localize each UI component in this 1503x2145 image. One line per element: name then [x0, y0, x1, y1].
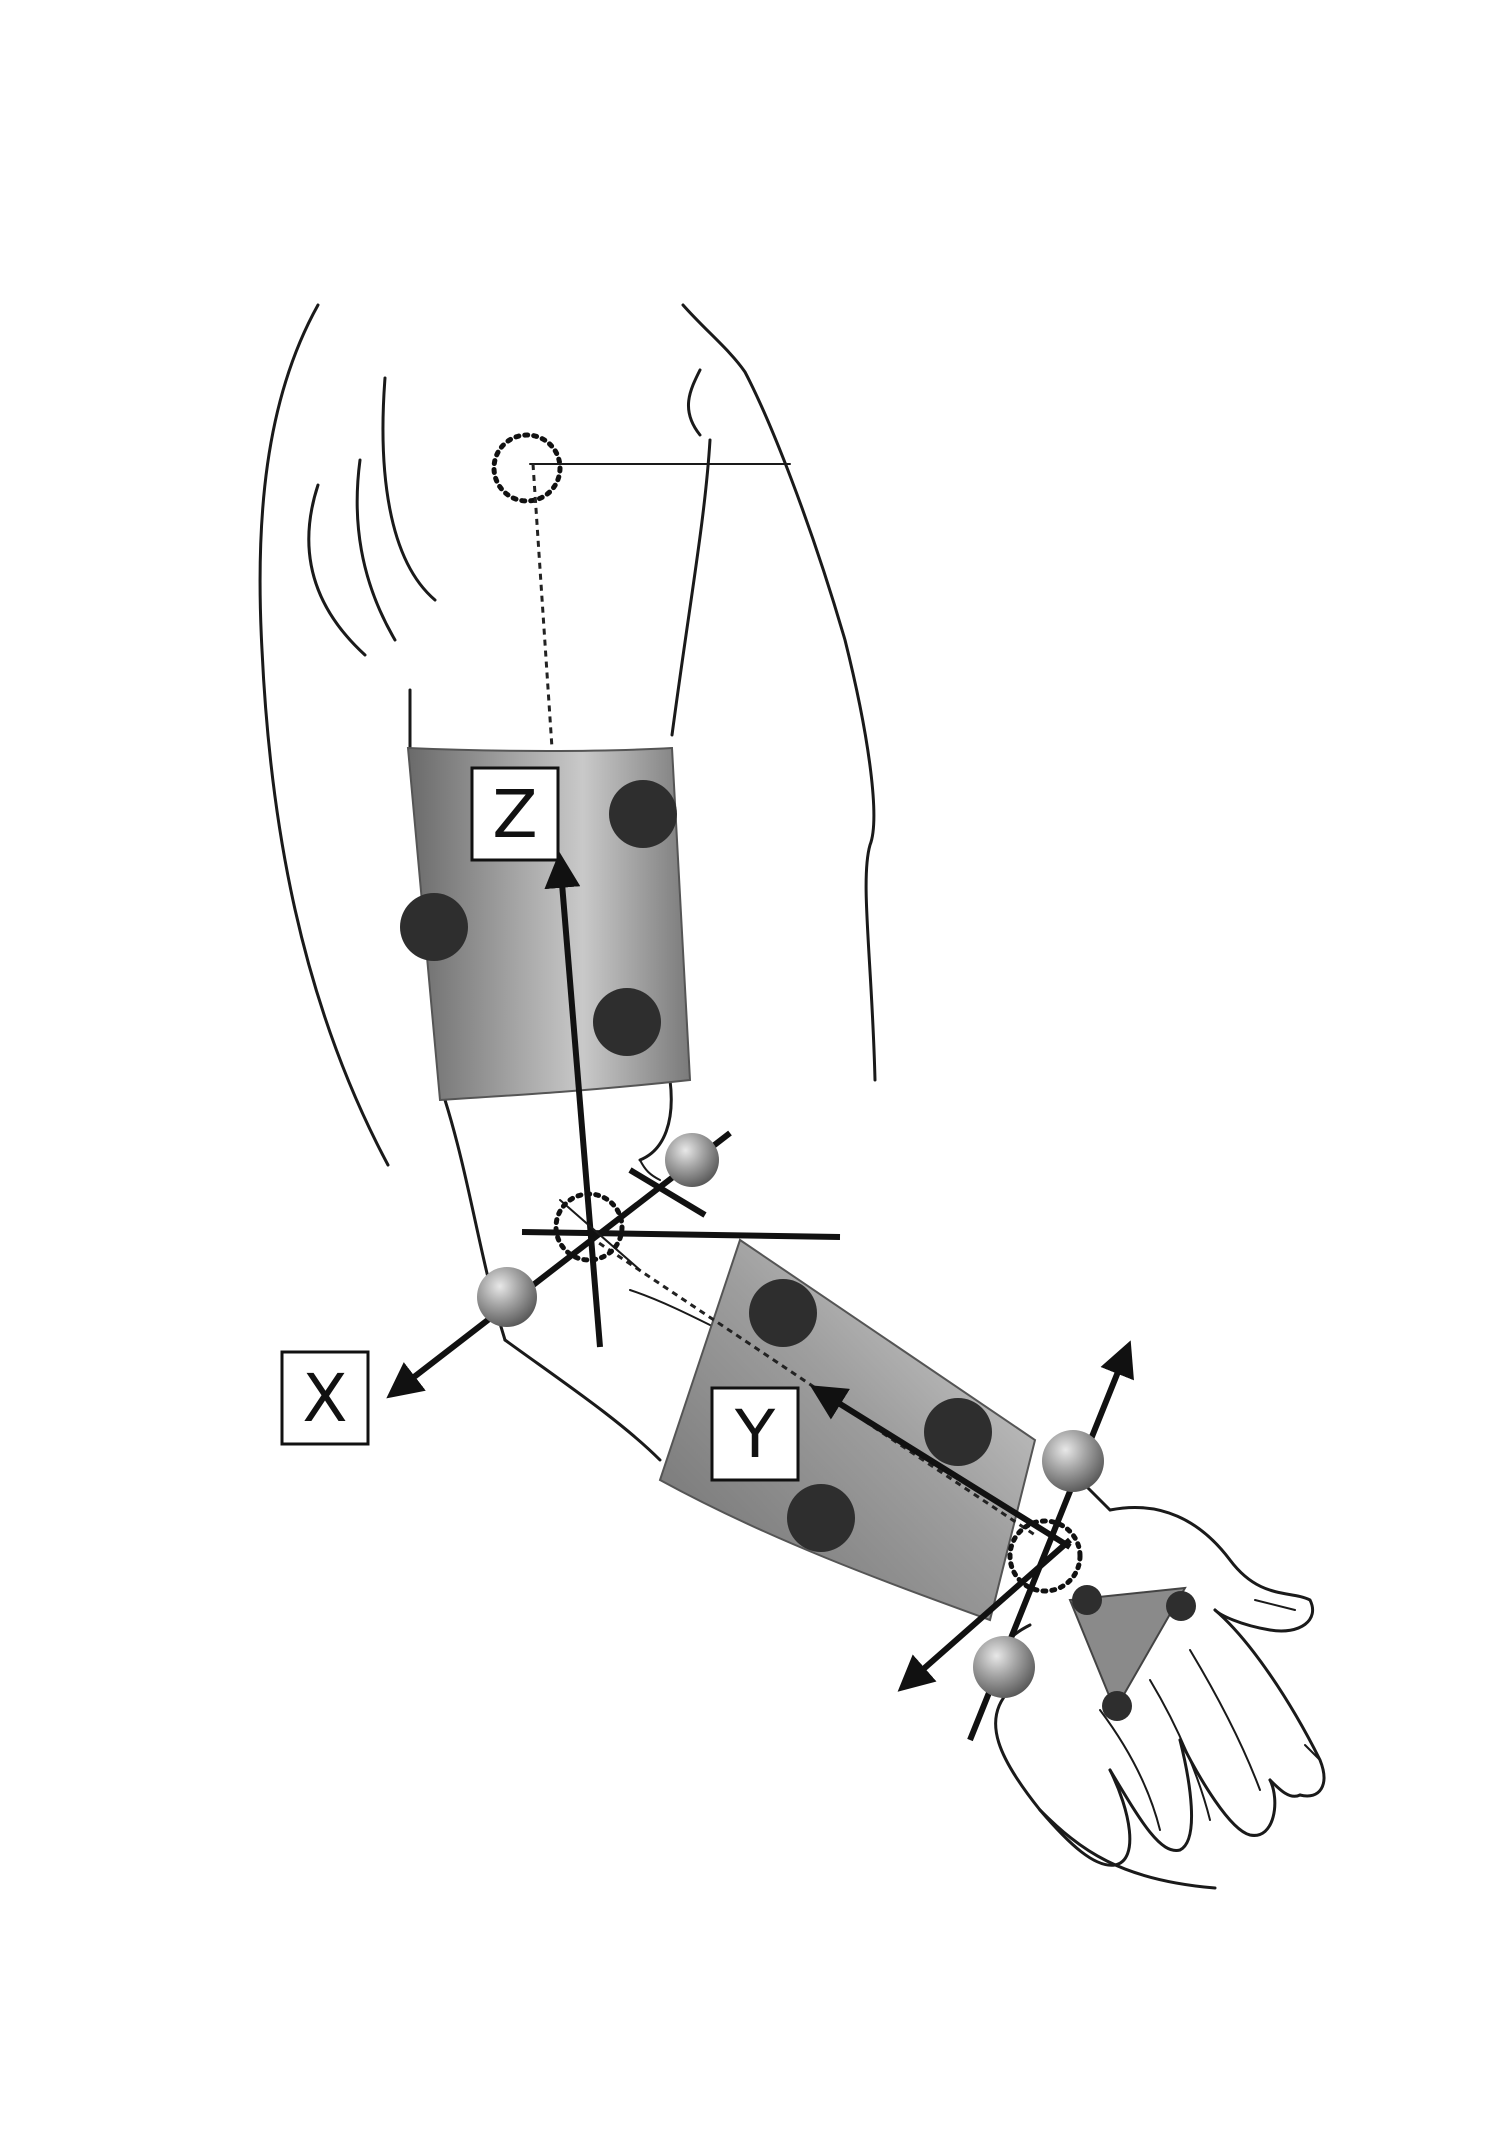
axis-label-y: Y	[710, 1386, 800, 1482]
reflective-markers	[477, 1133, 1104, 1698]
arm-outline	[258, 303, 1326, 1890]
shoulder-joint-center	[491, 432, 791, 749]
forearm-cuff-dot	[924, 1398, 992, 1466]
reflective-marker	[477, 1267, 537, 1327]
axis-label-z: Z	[470, 766, 560, 862]
reflective-marker	[665, 1133, 719, 1187]
axis-label-y-text: Y	[734, 1396, 776, 1473]
forearm-sensor-cuff	[658, 1238, 1037, 1622]
reflective-marker	[973, 1636, 1035, 1698]
axis-label-x-text: X	[302, 1360, 347, 1437]
elbow-joint-ring	[553, 1191, 625, 1263]
wrist-joint-ring	[1007, 1518, 1083, 1594]
hand-plate-dot	[1102, 1691, 1132, 1721]
upper-cuff-dot	[609, 780, 677, 848]
forearm-cuff-dot	[787, 1484, 855, 1552]
hand-plate-dot	[1166, 1591, 1196, 1621]
hand-plate-dot	[1072, 1585, 1102, 1615]
upper-cuff-dot	[593, 988, 661, 1056]
forearm-cuff-dot	[749, 1279, 817, 1347]
reflective-marker	[1042, 1430, 1104, 1492]
axis-label-z-text: Z	[492, 776, 537, 853]
hand-sensor-plate	[1068, 1585, 1196, 1721]
axis-label-x: X	[280, 1350, 370, 1446]
upper-cuff-dot	[400, 893, 468, 961]
